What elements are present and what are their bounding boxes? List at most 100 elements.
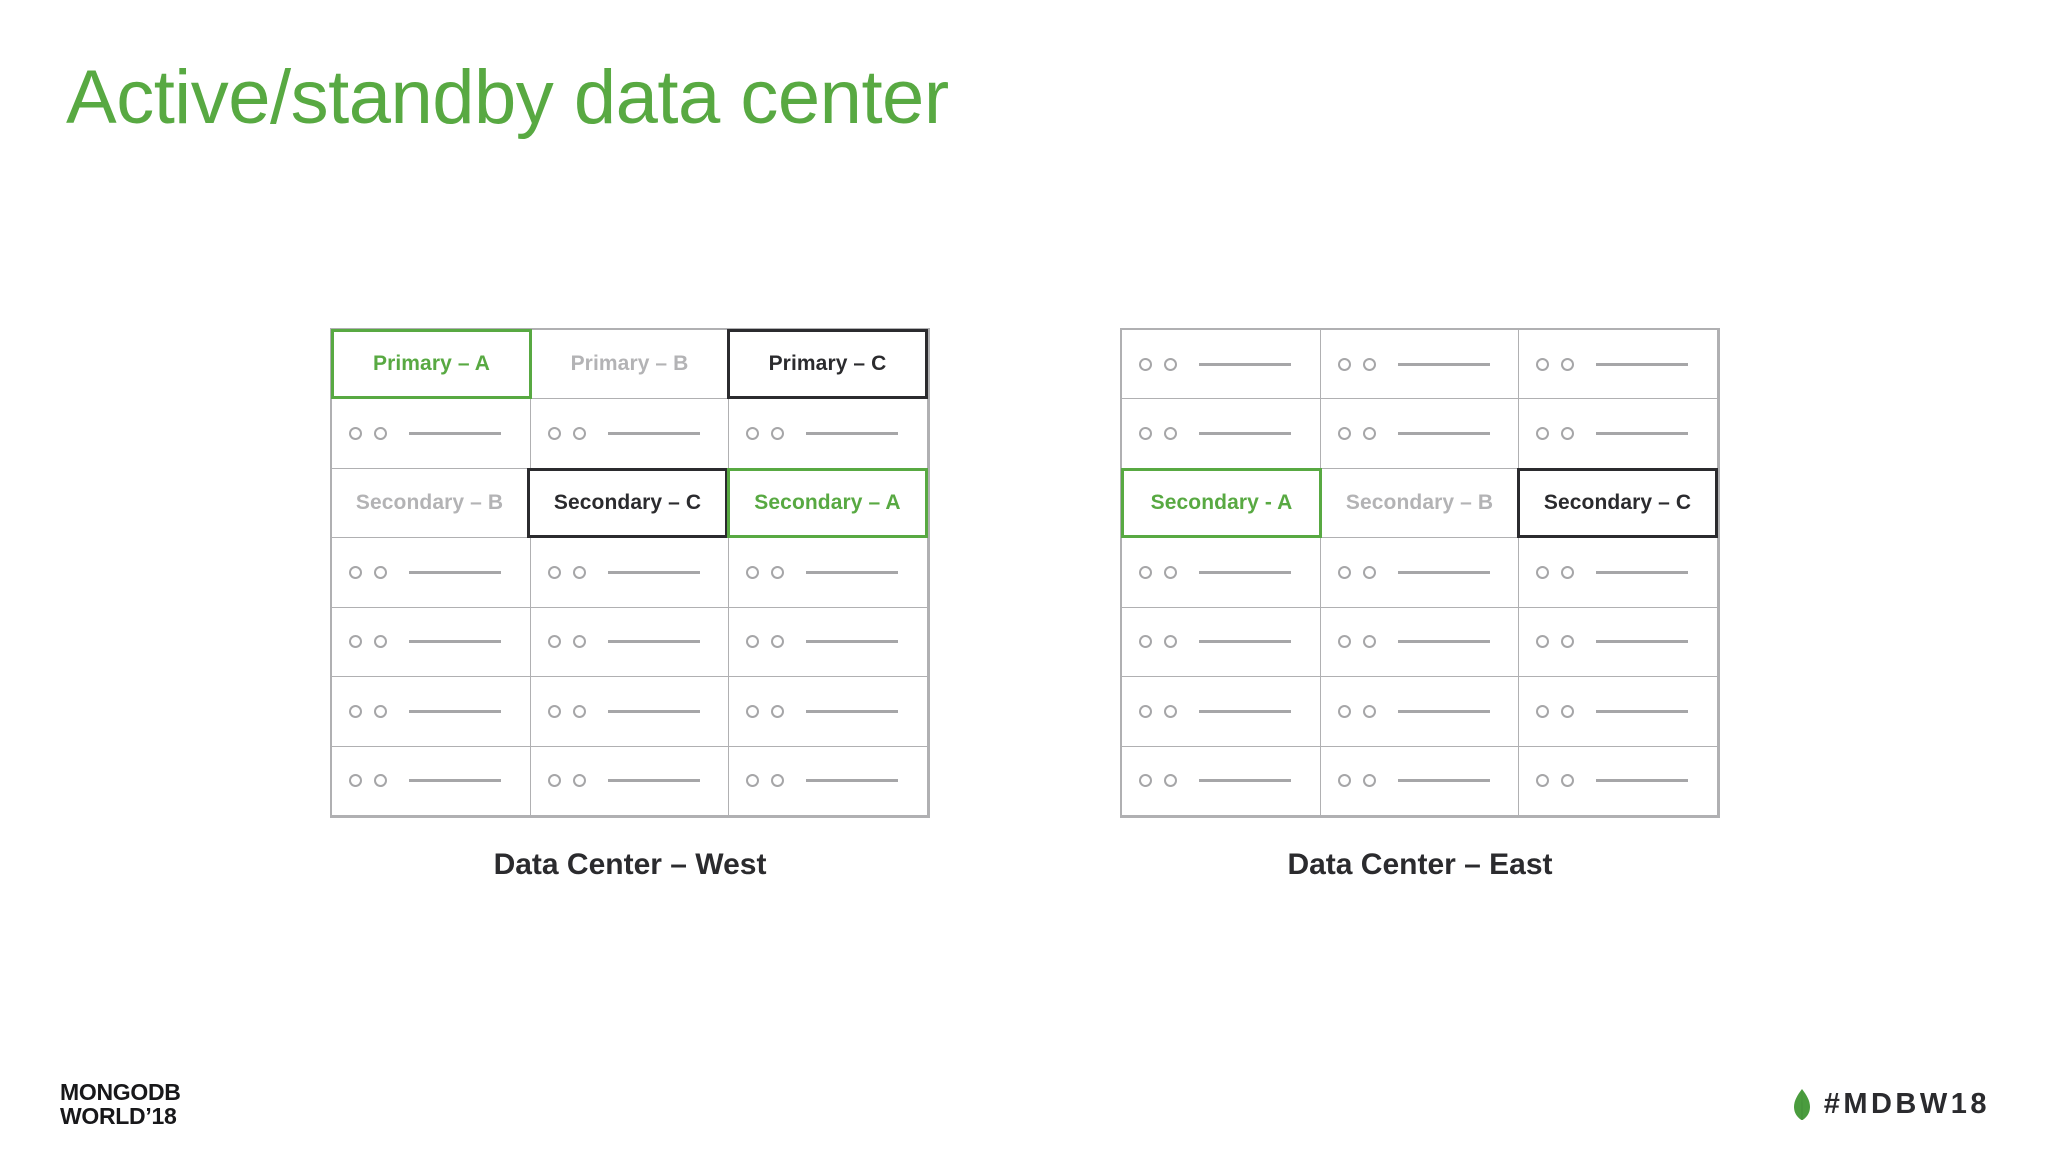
server-led-icon <box>1139 704 1152 718</box>
server-unit-graphic <box>1536 357 1689 371</box>
server-led-icon <box>1536 565 1550 579</box>
server-led-icon <box>771 427 785 441</box>
rack-server-unit <box>1319 329 1520 400</box>
rack-node-label: Secondary - A <box>1150 491 1293 515</box>
server-led-icon <box>1362 357 1376 371</box>
rack-server-unit <box>529 398 730 469</box>
rack-row <box>1121 676 1719 747</box>
server-led-icon <box>771 774 785 788</box>
server-led-icon <box>1337 774 1351 788</box>
server-unit-graphic <box>349 774 501 788</box>
rack-node-east-r2-c1[interactable]: Secondary – B <box>1321 467 1518 539</box>
server-led-icon <box>771 635 785 649</box>
rack-server-unit <box>728 676 929 747</box>
rack-server-unit <box>1518 329 1719 400</box>
server-bar-icon <box>806 432 899 436</box>
rack-node-label: Secondary – C <box>1543 491 1692 515</box>
rack-server-unit <box>1319 398 1520 469</box>
rack-row <box>1121 606 1719 678</box>
server-unit-graphic <box>1337 635 1490 649</box>
rack-row <box>1121 745 1719 816</box>
server-bar-icon <box>1596 779 1689 783</box>
server-unit-graphic <box>1536 704 1689 718</box>
server-led-icon <box>1561 704 1575 718</box>
rack-node-west-r0-c0[interactable]: Primary – A <box>331 329 532 400</box>
server-led-icon <box>1337 357 1351 371</box>
server-unit-graphic <box>547 774 700 788</box>
server-led-icon <box>547 635 561 649</box>
server-led-icon <box>1536 357 1550 371</box>
server-led-icon <box>374 427 387 441</box>
rack-server-unit <box>331 398 531 469</box>
rack-row <box>331 398 929 469</box>
server-led-icon <box>1536 427 1550 441</box>
server-bar-icon <box>607 640 700 644</box>
server-led-icon <box>349 774 362 788</box>
rack-node-east-r2-c2[interactable]: Secondary – C <box>1517 467 1718 539</box>
rack-server-unit <box>331 537 531 608</box>
server-bar-icon <box>409 570 501 574</box>
brand-line-2: WORLD’18 <box>60 1103 177 1130</box>
server-bar-icon <box>1397 432 1490 436</box>
server-led-icon <box>1362 565 1376 579</box>
server-led-icon <box>1561 774 1575 788</box>
rack-node-label: Secondary – A <box>754 491 901 515</box>
rack-server-unit <box>1319 676 1520 747</box>
rack-node-west-r2-c0[interactable]: Secondary – B <box>331 467 528 539</box>
server-led-icon <box>1362 635 1376 649</box>
rack-row: Primary – A Primary – B Primary – C <box>331 329 928 400</box>
server-bar-icon <box>1596 362 1689 366</box>
server-unit-graphic <box>1139 704 1291 718</box>
server-led-icon <box>1337 635 1351 649</box>
server-led-icon <box>1536 704 1550 718</box>
server-led-icon <box>1139 774 1152 788</box>
rack-row <box>331 606 929 678</box>
rack-server-unit <box>1518 606 1719 678</box>
server-led-icon <box>349 565 362 579</box>
rack-node-west-r0-c2[interactable]: Primary – C <box>727 329 928 400</box>
rack-server-unit <box>529 745 730 816</box>
rack-row: Secondary - A Secondary – B Secondary – C <box>1121 467 1718 539</box>
rack-server-unit <box>1121 745 1321 816</box>
server-led-icon <box>1362 774 1376 788</box>
server-unit-graphic <box>1337 357 1490 371</box>
server-led-icon <box>746 427 760 441</box>
rack-server-unit <box>1319 745 1520 816</box>
rack-diagram-west: Primary – A Primary – B Primary – C Seconda… <box>330 328 930 818</box>
server-unit-graphic <box>1139 357 1291 371</box>
rack-node-west-r2-c1[interactable]: Secondary – C <box>527 467 728 539</box>
server-led-icon <box>1139 427 1152 441</box>
server-bar-icon <box>1199 640 1291 644</box>
server-led-icon <box>572 635 586 649</box>
rack-server-unit <box>331 606 531 678</box>
rack-server-unit <box>1518 537 1719 608</box>
server-bar-icon <box>1199 779 1291 783</box>
rack-node-label: Primary – B <box>570 352 689 376</box>
rack-row <box>331 745 929 816</box>
server-bar-icon <box>409 709 501 713</box>
page-title: Active/standby data center <box>66 55 949 140</box>
server-led-icon <box>1164 704 1177 718</box>
server-bar-icon <box>607 432 700 436</box>
server-led-icon <box>547 565 561 579</box>
rack-server-unit <box>1319 537 1520 608</box>
server-led-icon <box>1337 565 1351 579</box>
rack-node-west-r2-c2[interactable]: Secondary – A <box>727 467 928 539</box>
server-led-icon <box>746 565 760 579</box>
server-bar-icon <box>409 779 501 783</box>
server-bar-icon <box>607 709 700 713</box>
server-led-icon <box>374 774 387 788</box>
rack-server-unit <box>1121 676 1321 747</box>
server-bar-icon <box>1596 570 1689 574</box>
rack-node-label: Secondary – C <box>553 491 702 515</box>
server-unit-graphic <box>547 704 700 718</box>
server-unit-graphic <box>1337 427 1490 441</box>
server-unit-graphic <box>1536 635 1689 649</box>
rack-server-unit <box>728 398 929 469</box>
rack-row <box>1121 329 1719 400</box>
server-unit-graphic <box>746 635 899 649</box>
rack-node-east-r2-c0[interactable]: Secondary - A <box>1121 467 1322 539</box>
rack-node-west-r0-c1[interactable]: Primary – B <box>531 329 728 400</box>
server-led-icon <box>771 704 785 718</box>
rack-row <box>1121 537 1719 608</box>
